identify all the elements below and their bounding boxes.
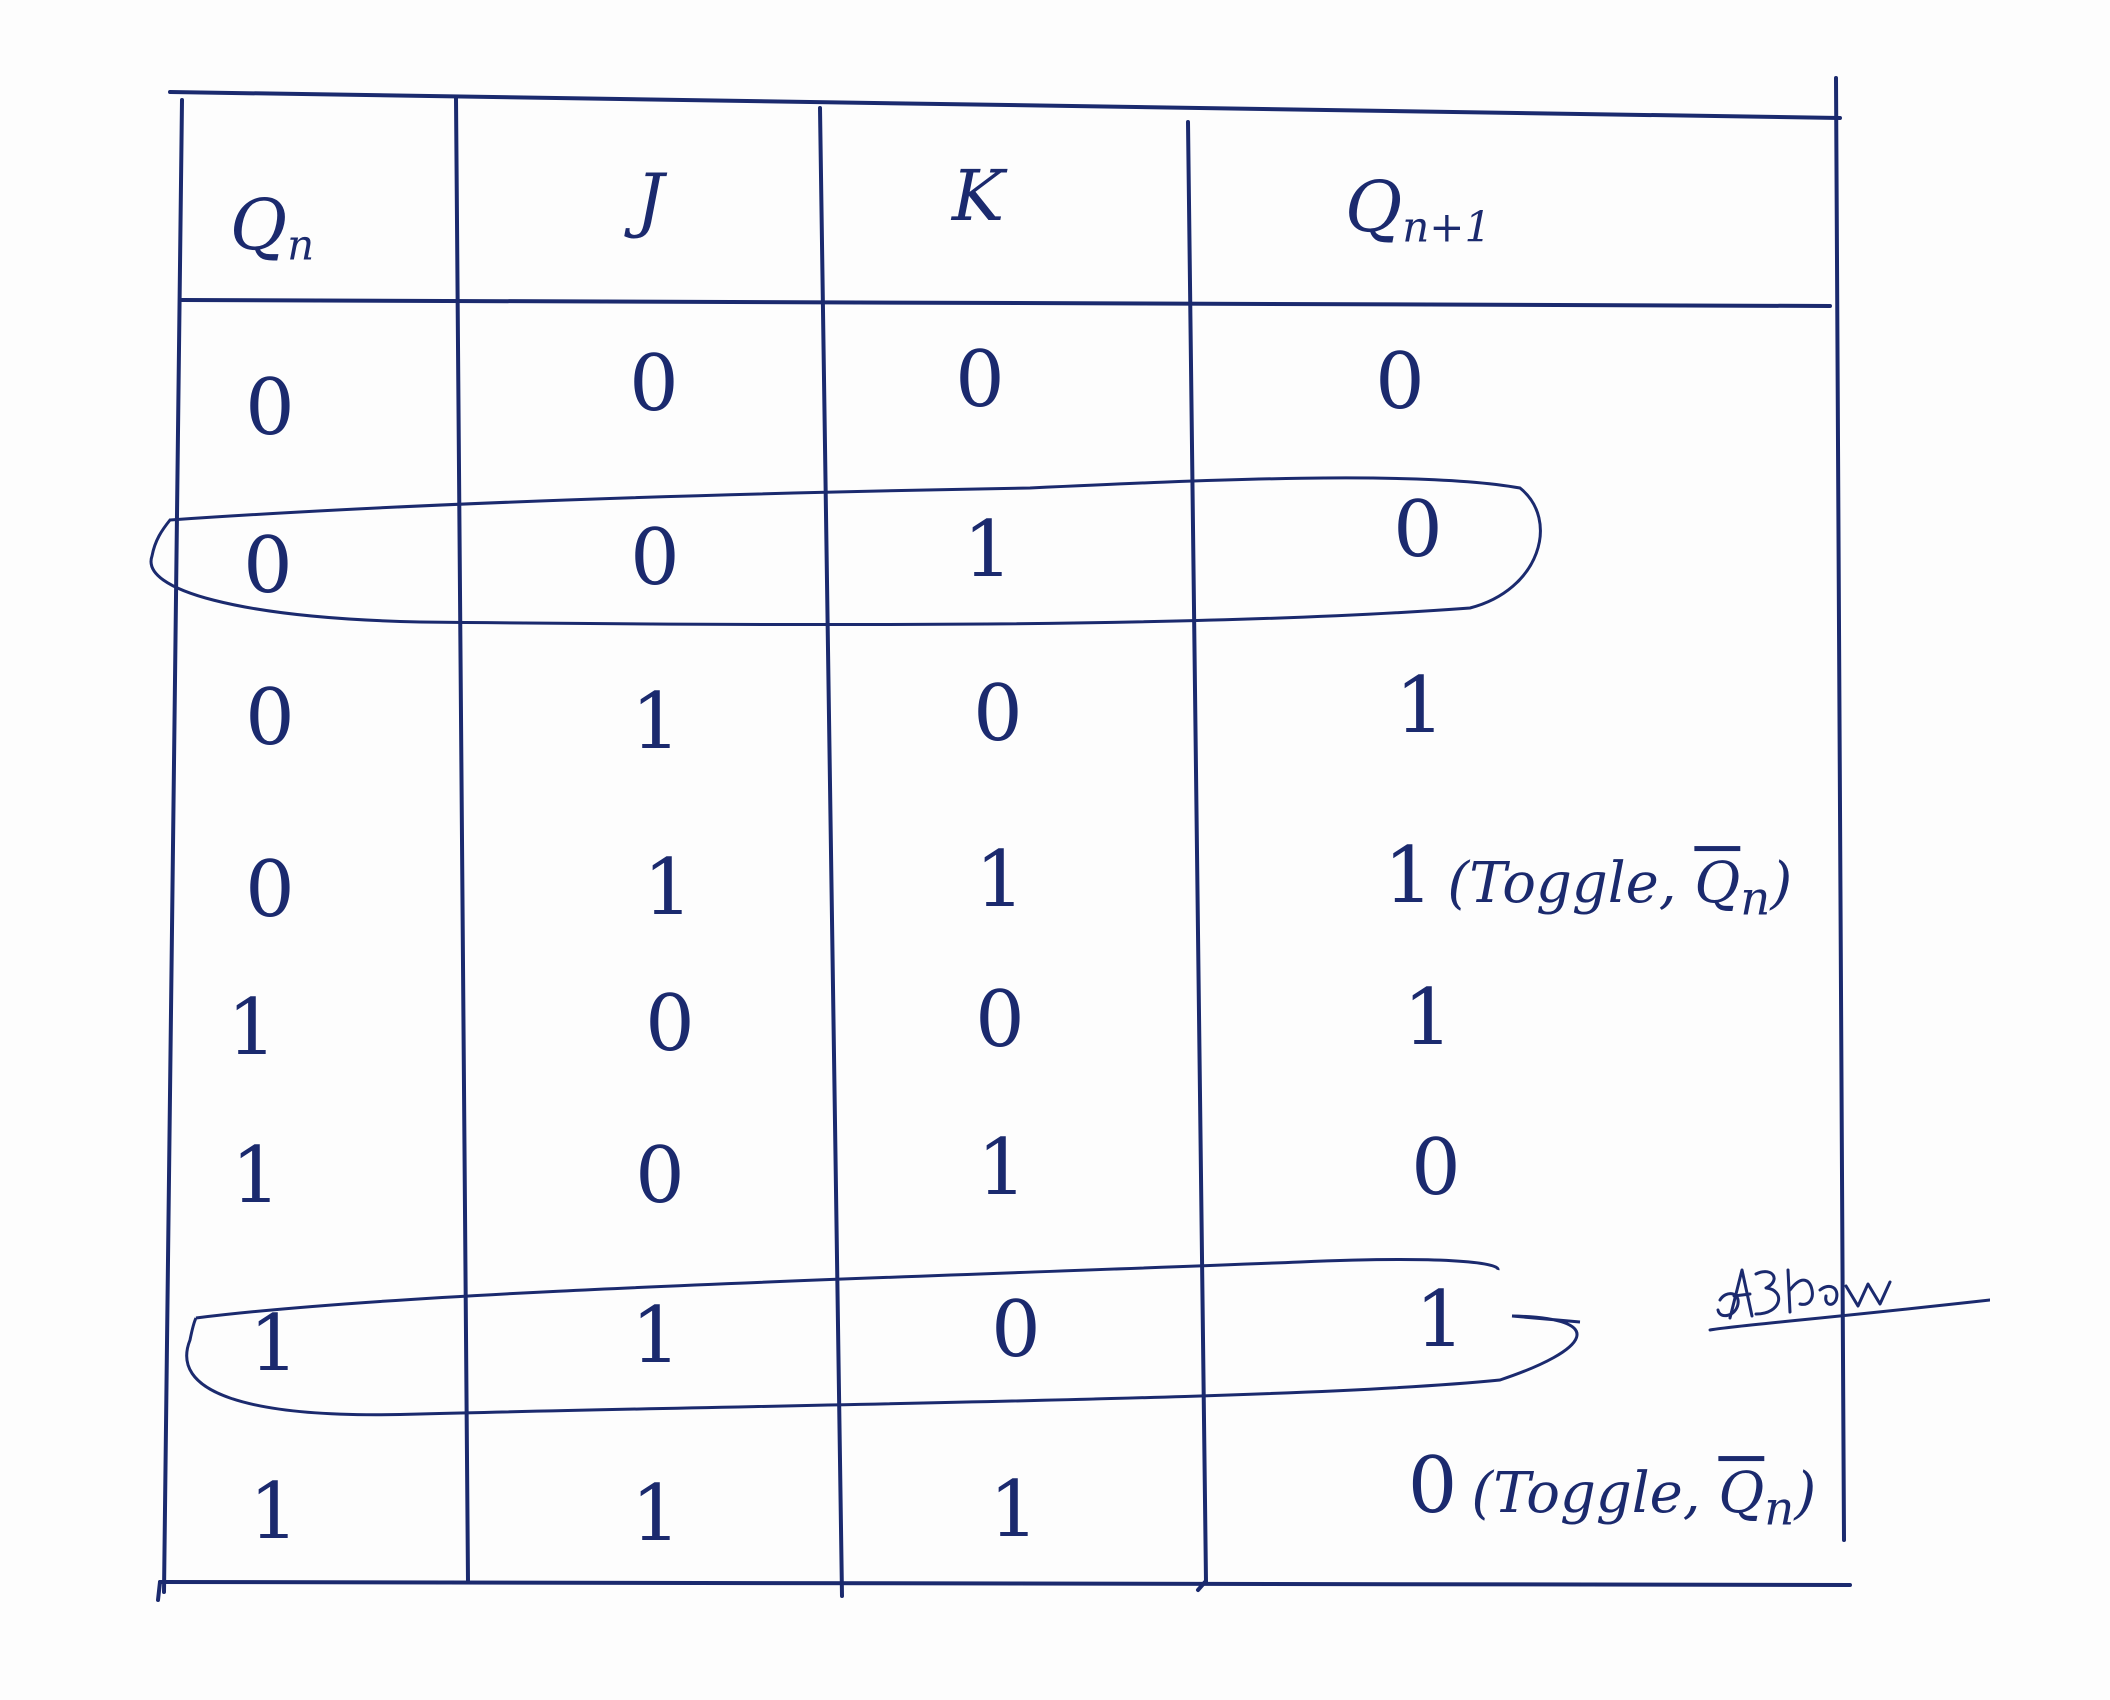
row4-k: 1 <box>975 835 1025 925</box>
row6-k: 1 <box>977 1123 1027 1213</box>
row5-qn1: 1 <box>1403 973 1453 1063</box>
row3-j: 1 <box>631 677 681 767</box>
row1-qn1: 0 <box>1375 337 1425 427</box>
header-qn: Qn <box>229 183 315 270</box>
row8-qn: 1 <box>249 1467 299 1557</box>
circle-row-7 <box>185 1258 1581 1417</box>
row8-j: 1 <box>631 1469 681 1559</box>
row2-qn1: 0 <box>1393 485 1443 575</box>
row7-k: 0 <box>991 1285 1041 1375</box>
col-divider-2 <box>818 106 844 1598</box>
row8-note: (Toggle, Qn) <box>1471 1461 1817 1537</box>
circle-row-2 <box>149 476 1542 627</box>
row5-k: 0 <box>975 975 1025 1065</box>
row1-k: 0 <box>955 335 1005 425</box>
col-divider-1 <box>454 96 470 1584</box>
row5-qn: 1 <box>227 983 277 1073</box>
col-divider-3 <box>1186 120 1208 1584</box>
row6-qn: 1 <box>231 1131 281 1221</box>
table-bottom-border <box>158 1580 1852 1587</box>
row8-qn1: 0 (Toggle, Qn) <box>1408 1447 1816 1533</box>
row3-qn1: 1 <box>1395 661 1445 751</box>
row2-k: 1 <box>963 505 1013 595</box>
row3-qn: 0 <box>245 673 295 763</box>
row1-j: 0 <box>629 339 679 429</box>
row2-qn: 0 <box>243 521 293 611</box>
row7-qn: 1 <box>249 1299 299 1389</box>
header-qn1: Qn+1 <box>1344 165 1492 252</box>
header-j: J <box>635 159 665 241</box>
row1-qn: 0 <box>245 363 295 453</box>
col-border-left <box>162 98 184 1594</box>
row7-qn1: 1 <box>1415 1275 1465 1365</box>
row4-j: 1 <box>643 843 693 933</box>
row5-j: 0 <box>645 979 695 1069</box>
header-k: K <box>951 155 1005 237</box>
row2-j: 0 <box>630 513 680 603</box>
row8-qn1-value: 0 <box>1407 1441 1458 1532</box>
row4-note: (Toggle, Qn) <box>1447 851 1793 927</box>
row7-j: 1 <box>631 1291 681 1381</box>
handwritten-signature <box>1708 1268 1990 1332</box>
row6-j: 0 <box>635 1131 685 1221</box>
row4-qn1-value: 1 <box>1383 831 1434 922</box>
row4-qn1: 1 (Toggle, Qn) <box>1384 837 1792 923</box>
row6-qn1: 0 <box>1411 1123 1461 1213</box>
table-top-border <box>168 90 1842 120</box>
col-border-right <box>1834 76 1846 1542</box>
header-divider <box>180 298 1832 308</box>
row3-k: 0 <box>973 669 1023 759</box>
row8-k: 1 <box>989 1465 1039 1555</box>
row4-qn: 0 <box>245 845 295 935</box>
